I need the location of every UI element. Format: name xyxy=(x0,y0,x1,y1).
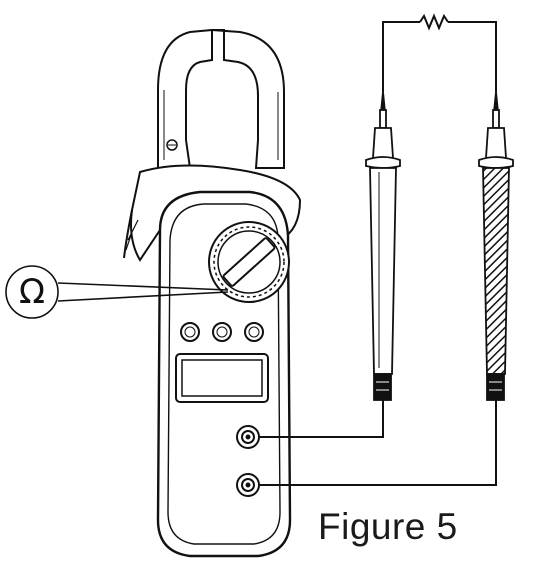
clamp-jaws xyxy=(157,28,285,169)
button-1 xyxy=(180,322,200,342)
figure-caption: Figure 5 xyxy=(318,506,458,547)
resistor-icon xyxy=(419,13,449,31)
function-buttons xyxy=(180,322,264,342)
dial-callout xyxy=(5,265,229,319)
rotary-dial xyxy=(208,221,290,303)
lcd-display xyxy=(175,353,269,403)
input-jacks xyxy=(236,425,260,497)
test-probe-right xyxy=(478,91,514,401)
circuit-wires xyxy=(259,13,497,486)
button-3 xyxy=(244,322,264,342)
test-probe-left xyxy=(365,91,401,401)
ohm-symbol-icon: Ω xyxy=(19,272,45,312)
button-2 xyxy=(212,322,232,342)
